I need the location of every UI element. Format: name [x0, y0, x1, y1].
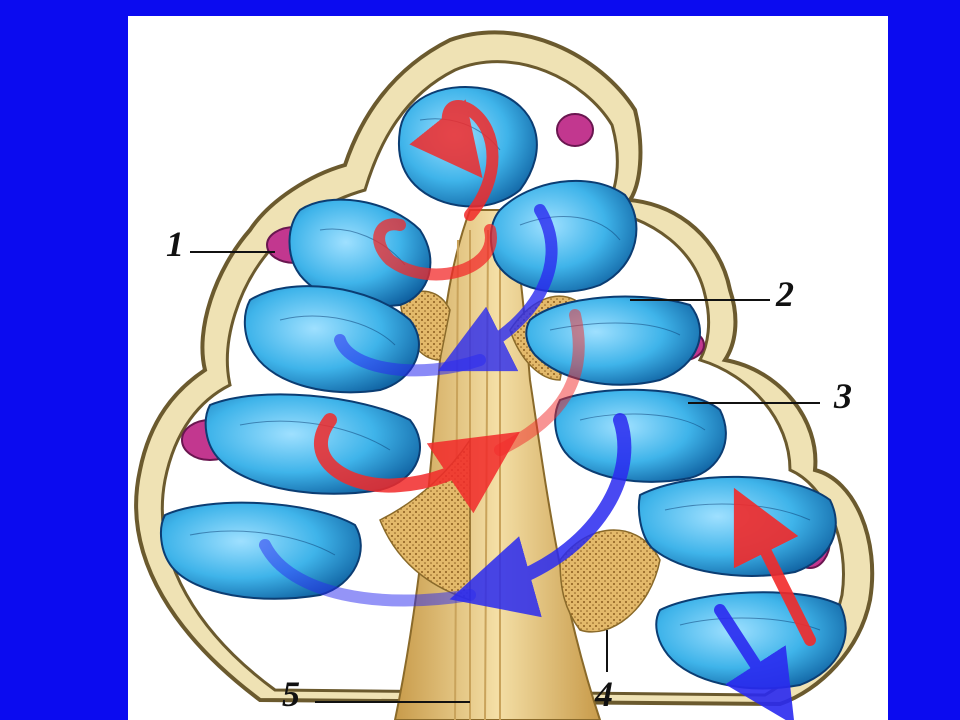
blue-arrow-lower-left [259, 539, 476, 607]
label-3: 3 [834, 376, 852, 416]
blue-arrow-right [714, 604, 795, 720]
blue-arrow-upper [437, 204, 558, 372]
leader-lines [190, 251, 820, 703]
label-5: 5 [282, 674, 300, 714]
label-1: 1 [166, 224, 184, 264]
blue-arrow-left-mid [334, 334, 486, 377]
flow-arrows [259, 99, 816, 720]
red-arrow-mid-right [494, 309, 585, 456]
label-4: 4 [595, 674, 613, 714]
scala-turns [159, 86, 847, 690]
red-arrow-mid [314, 413, 520, 514]
red-arrow-right [733, 487, 816, 646]
red-arrow-apex [409, 99, 499, 221]
red-arrow-upper [373, 218, 497, 281]
blue-arrow-lower [449, 413, 632, 618]
label-2: 2 [776, 274, 794, 314]
